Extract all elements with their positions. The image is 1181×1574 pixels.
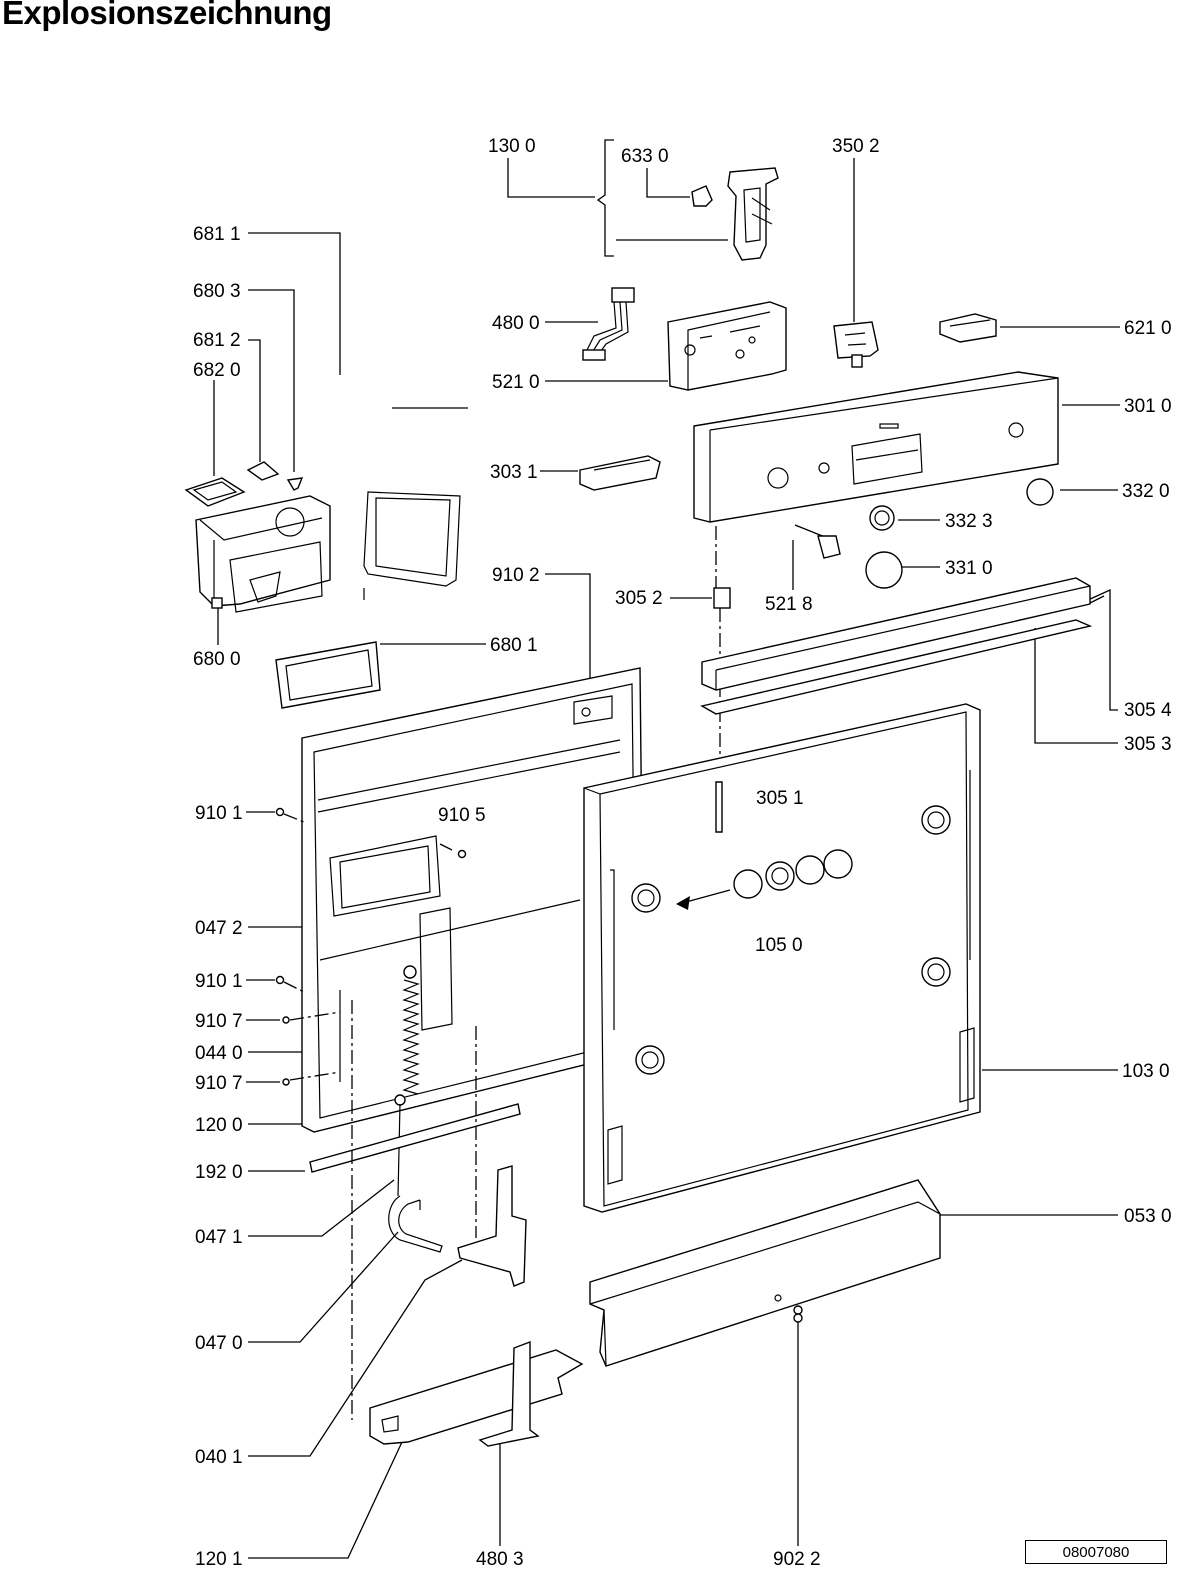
label-053-0: 053 0: [1124, 1206, 1172, 1227]
wiring-harness: [582, 287, 635, 361]
label-332-0: 332 0: [1122, 481, 1170, 502]
label-103-0: 103 0: [1122, 1061, 1170, 1082]
label-303-1: 303 1: [490, 462, 538, 483]
document-number-box: 08007080: [1025, 1540, 1167, 1564]
door-buffers: [676, 849, 853, 910]
label-521-0: 521 0: [492, 372, 540, 393]
arrow-left-icon: [676, 896, 690, 910]
label-682-0: 682 0: [193, 360, 241, 381]
knobs: [817, 478, 1054, 589]
dispenser-gasket: [275, 641, 381, 709]
label-350-2: 350 2: [832, 136, 880, 157]
label-305-4: 305 4: [1124, 700, 1172, 721]
label-305-2: 305 2: [615, 588, 663, 609]
label-680-1: 680 1: [490, 635, 538, 656]
label-910-7-upper: 910 7: [195, 1011, 243, 1032]
connector-part: [939, 313, 997, 343]
inner-door-panel: [301, 667, 645, 1133]
label-521-8: 521 8: [765, 594, 813, 615]
page-title: Explosionszeichnung: [2, 0, 332, 31]
label-910-1-upper: 910 1: [195, 803, 243, 824]
label-480-3: 480 3: [476, 1549, 524, 1570]
label-680-0: 680 0: [193, 649, 241, 670]
sealing-strip: [309, 1103, 521, 1173]
label-910-1-lower: 910 1: [195, 971, 243, 992]
hinge-bracket: [457, 1026, 527, 1287]
label-044-0: 044 0: [195, 1043, 243, 1064]
label-305-1: 305 1: [756, 788, 804, 809]
detergent-dispenser: [184, 461, 461, 613]
label-047-1: 047 1: [195, 1227, 243, 1248]
top-rails: [700, 577, 1093, 715]
label-633-0: 633 0: [621, 146, 669, 167]
label-120-1: 120 1: [195, 1549, 243, 1570]
control-panel: [693, 371, 1059, 523]
spring-hooks: [388, 1195, 443, 1253]
door-latch-assembly: [691, 167, 779, 261]
outer-door-panel: [583, 703, 981, 1213]
base-panel: [351, 1000, 584, 1447]
label-681-1: 681 1: [193, 224, 241, 245]
label-047-0: 047 0: [195, 1333, 243, 1354]
label-910-5: 910 5: [438, 805, 486, 826]
label-902-2: 902 2: [773, 1549, 821, 1570]
label-621-0: 621 0: [1124, 318, 1172, 339]
screws: [275, 807, 803, 1323]
pivot-bearing: [713, 526, 731, 780]
label-130-0: 130 0: [488, 136, 536, 157]
label-680-3: 680 3: [193, 281, 241, 302]
switch-module: [833, 321, 879, 368]
label-910-2: 910 2: [492, 565, 540, 586]
label-910-7-lower: 910 7: [195, 1073, 243, 1094]
label-332-3: 332 3: [945, 511, 993, 532]
label-192-0: 192 0: [195, 1162, 243, 1183]
part-labels: 130 0 633 0 350 2 681 1 680 3 681 2 682 …: [193, 136, 1172, 1570]
label-040-1: 040 1: [195, 1447, 243, 1468]
label-047-2: 047 2: [195, 918, 243, 939]
label-120-0: 120 0: [195, 1115, 243, 1136]
lower-rail: [589, 1179, 941, 1367]
control-board: [667, 301, 787, 391]
door-spring: [394, 965, 420, 1197]
label-305-3: 305 3: [1124, 734, 1172, 755]
label-105-0: 105 0: [755, 935, 803, 956]
release-lever: [579, 455, 661, 491]
label-331-0: 331 0: [945, 558, 993, 579]
label-480-0: 480 0: [492, 313, 540, 334]
label-301-0: 301 0: [1124, 396, 1172, 417]
pin: [715, 781, 723, 833]
label-681-2: 681 2: [193, 330, 241, 351]
